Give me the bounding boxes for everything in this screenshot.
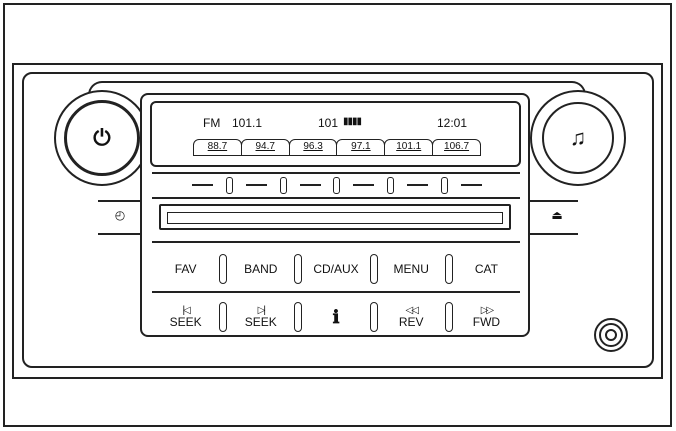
- power-volume-knob[interactable]: ⏻: [64, 100, 140, 176]
- preset-key-6[interactable]: [460, 184, 482, 186]
- preset-tab-2: 94.7: [240, 139, 290, 156]
- preset-key-4[interactable]: [353, 184, 375, 186]
- preset-key-separator: [333, 176, 341, 194]
- preset-tab-5: 101.1: [384, 139, 434, 156]
- seek-back-icon: |◁: [182, 305, 190, 316]
- preset-tab-4: 97.1: [336, 139, 386, 156]
- preset-key-separator: [387, 176, 395, 194]
- preset-key-2[interactable]: [245, 184, 267, 186]
- rewind-label: REV: [398, 315, 424, 329]
- eject-icon: ⏏: [551, 208, 563, 222]
- button-separator: [444, 302, 453, 332]
- clock-button[interactable]: ◴: [110, 208, 130, 222]
- seek-forward-icon: ▷|: [257, 305, 266, 316]
- tune-knob-bezel: ♫: [530, 90, 626, 186]
- divider: [530, 200, 578, 202]
- power-icon: ⏻: [93, 125, 111, 150]
- divider: [530, 233, 578, 235]
- preset-key-separator: [441, 176, 449, 194]
- band-button[interactable]: BAND: [244, 262, 278, 276]
- cd-slot[interactable]: [159, 204, 511, 230]
- radio-display: [150, 101, 521, 167]
- music-note-icon: ♫: [569, 125, 587, 150]
- tune-knob[interactable]: ♫: [542, 102, 614, 174]
- divider: [152, 197, 520, 199]
- divider: [98, 233, 140, 235]
- fast-forward-button[interactable]: ▷▷ FWD: [453, 305, 520, 329]
- cd-aux-button[interactable]: CD/AUX: [313, 262, 359, 276]
- aux-jack-icon: [599, 323, 623, 347]
- seek-forward-button[interactable]: ▷| SEEK: [227, 305, 294, 329]
- button-separator: [219, 302, 228, 332]
- fast-forward-label: FWD: [472, 315, 501, 329]
- divider: [152, 172, 520, 174]
- band-indicator: FM: [203, 116, 221, 130]
- button-separator: [294, 302, 303, 332]
- info-button[interactable]: ℹ: [302, 305, 369, 329]
- fast-forward-icon: ▷▷: [480, 305, 494, 316]
- button-separator: [369, 254, 378, 284]
- fav-button[interactable]: FAV: [174, 262, 197, 276]
- seek-back-button[interactable]: |◁ SEEK: [152, 305, 219, 329]
- illustration-frame: [3, 3, 672, 427]
- menu-button[interactable]: MENU: [393, 262, 429, 276]
- button-separator: [444, 254, 453, 284]
- aux-jack-center: [605, 329, 617, 341]
- info-icon: ℹ: [332, 307, 340, 327]
- preset-key-3[interactable]: [299, 184, 321, 186]
- preset-tab-6: 106.7: [432, 139, 481, 156]
- preset-key-5[interactable]: [407, 184, 429, 186]
- signal-strength-icon: ▮▮▮▮: [343, 116, 362, 127]
- preset-key-separator: [225, 176, 233, 194]
- clock-readout: 12:01: [437, 116, 468, 130]
- button-separator: [369, 302, 378, 332]
- preset-keys: [192, 175, 482, 195]
- preset-key-1[interactable]: [192, 184, 213, 186]
- preset-tab-3: 96.3: [288, 139, 338, 156]
- power-knob-bezel: ⏻: [54, 90, 150, 186]
- divider: [152, 291, 520, 293]
- aux-input-jack[interactable]: [594, 318, 628, 352]
- channel-readout: 101: [318, 116, 339, 130]
- preset-key-separator: [279, 176, 287, 194]
- rewind-icon: ◁◁: [405, 305, 419, 316]
- frequency-readout: 101.1: [232, 116, 263, 130]
- rewind-button[interactable]: ◁◁ REV: [378, 305, 445, 329]
- clock-icon: ◴: [114, 208, 126, 222]
- button-separator: [294, 254, 303, 284]
- eject-button[interactable]: ⏏: [547, 208, 567, 222]
- preset-tab-1: 88.7: [193, 139, 242, 156]
- button-separator: [219, 254, 228, 284]
- divider: [98, 200, 140, 202]
- preset-tabs: 88.7 94.7 96.3 97.1 101.1 106.7: [193, 139, 481, 156]
- cd-slot-opening: [167, 212, 503, 224]
- seek-forward-label: SEEK: [244, 315, 277, 329]
- divider: [152, 241, 520, 243]
- function-button-row: FAV BAND CD/AUX MENU CAT: [152, 252, 520, 286]
- transport-button-row: |◁ SEEK ▷| SEEK ℹ ◁◁ REV ▷▷ FWD: [152, 300, 520, 334]
- seek-back-label: SEEK: [169, 315, 202, 329]
- cat-button[interactable]: CAT: [474, 262, 498, 276]
